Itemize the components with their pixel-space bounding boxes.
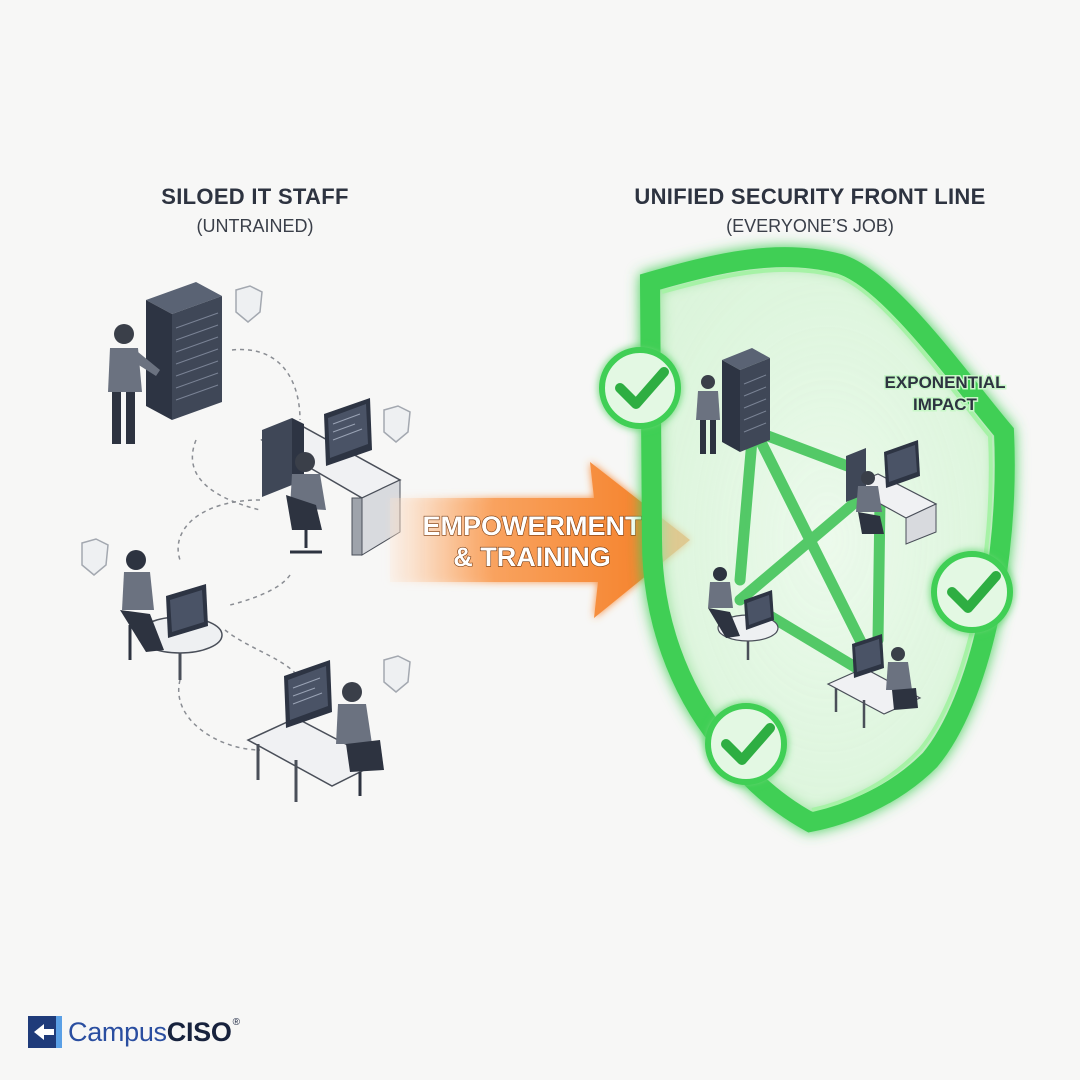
arrow-label-line2: & TRAINING bbox=[453, 542, 611, 572]
check-badges bbox=[599, 347, 1013, 785]
workstation-desk-icon bbox=[260, 398, 402, 556]
left-heading-subtitle: (UNTRAINED) bbox=[196, 216, 314, 236]
shield-label-line1: EXPONENTIAL bbox=[885, 373, 1006, 392]
bottom-desk-icon bbox=[246, 660, 384, 802]
round-table-desk-icon bbox=[120, 550, 223, 680]
logo-wordmark-part1: Campus bbox=[68, 1016, 167, 1047]
empowerment-arrow bbox=[390, 462, 690, 618]
right-heading-title: UNIFIED SECURITY FRONT LINE bbox=[634, 184, 986, 209]
server-rack-icon bbox=[146, 282, 222, 420]
campusciso-logo: CampusCISO® bbox=[28, 1012, 240, 1052]
arrow-label: EMPOWERMENT & TRAINING bbox=[422, 510, 643, 572]
check-badge-icon bbox=[705, 703, 787, 785]
logo-wordmark-part2: CISO bbox=[166, 1016, 232, 1047]
shield-round-table-icon bbox=[708, 567, 779, 660]
shield-bottom-desk-icon bbox=[826, 634, 922, 728]
shield-label: EXPONENTIAL IMPACT bbox=[883, 372, 1007, 416]
shield-lock-icon bbox=[81, 285, 411, 693]
dashed-connectors bbox=[177, 348, 301, 751]
left-heading: SILOED IT STAFF (UNTRAINED) bbox=[120, 184, 390, 237]
logo-wordmark: CampusCISO® bbox=[68, 1017, 240, 1048]
check-badge-icon bbox=[931, 551, 1013, 633]
check-badge-icon bbox=[599, 347, 681, 429]
person-standing-icon bbox=[108, 324, 160, 444]
security-shield bbox=[639, 247, 1015, 833]
campusciso-logo-icon bbox=[28, 1016, 62, 1048]
right-heading-subtitle: (EVERYONE’S JOB) bbox=[726, 216, 894, 236]
left-heading-title: SILOED IT STAFF bbox=[161, 184, 349, 209]
arrow-label-line1: EMPOWERMENT bbox=[423, 511, 643, 541]
shield-server-rack-icon bbox=[696, 348, 770, 454]
siloed-staff-group bbox=[81, 282, 411, 802]
logo-registered-mark: ® bbox=[232, 1016, 240, 1028]
right-heading: UNIFIED SECURITY FRONT LINE (EVERYONE’S … bbox=[600, 184, 1020, 237]
shield-label-line2: IMPACT bbox=[913, 395, 978, 414]
shield-workstation-icon bbox=[846, 440, 938, 545]
